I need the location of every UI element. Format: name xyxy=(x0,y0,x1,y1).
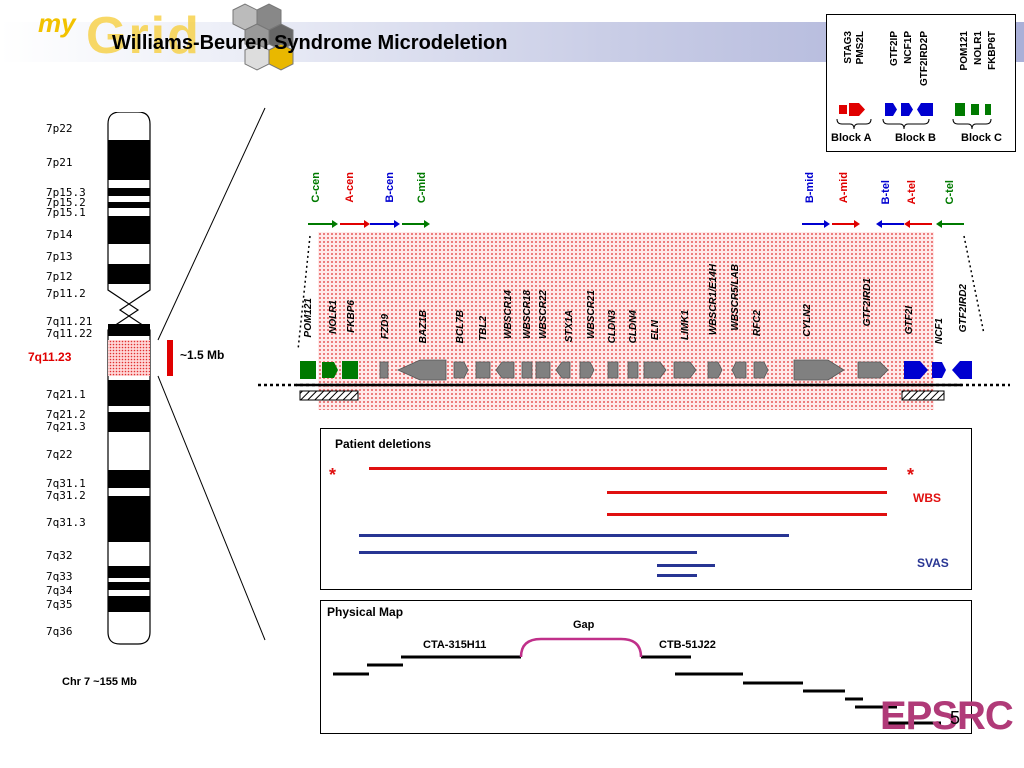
gene-label: WBSCR18 xyxy=(522,290,533,339)
band-label: 7q21.1 xyxy=(46,388,86,401)
repeat-label-b-tel: B-tel xyxy=(880,180,892,205)
right-asterisk: * xyxy=(907,465,915,485)
repeat-label-a-mid: A-mid xyxy=(838,172,850,204)
band-label: 7p11.2 xyxy=(46,287,86,300)
deletion-size-label: ~1.5 Mb xyxy=(180,348,225,362)
patient-deletions-panel: Patient deletions * * WBS SVAS xyxy=(320,428,972,590)
gap-label: Gap xyxy=(573,619,595,631)
svas-deletion-bar xyxy=(359,551,697,554)
hexagon-logo-icon xyxy=(232,3,294,71)
band-label: 7q31.1 xyxy=(46,477,86,490)
band-label: 7p14 xyxy=(46,228,73,241)
band-label: 7p12 xyxy=(46,270,73,283)
gene-label: POM121 xyxy=(303,298,314,338)
band-label: 7q31.3 xyxy=(46,516,86,529)
gene-label: WBSCR14 xyxy=(503,290,514,339)
left-asterisk: * xyxy=(329,465,337,485)
wbs-region-map xyxy=(258,220,1010,410)
page-title: Williams-Beuren Syndrome Microdeletion xyxy=(112,32,508,54)
band-label: 7q36 xyxy=(46,625,73,638)
gene-label: BAZ1B xyxy=(418,310,429,344)
band-label: 7q35 xyxy=(46,598,73,611)
band-label: 7p21 xyxy=(46,156,73,169)
highlight-band-label: 7q11.23 xyxy=(28,350,72,364)
band-label: 7q32 xyxy=(46,549,73,562)
gene-label: STX1A xyxy=(564,310,575,343)
clone-label-left: CTA-315H11 xyxy=(423,639,487,651)
gene-label: CYLN2 xyxy=(802,304,813,337)
gene-label: WBSCR22 xyxy=(538,290,549,339)
band-label: 7q11.22 xyxy=(46,327,93,340)
mygrid-logo-grid: Grid xyxy=(86,7,201,65)
gene-label: GTF2IRD1 xyxy=(862,278,873,327)
band-label: 7q33 xyxy=(46,570,73,583)
wbs-deletion-bar xyxy=(607,491,887,494)
band-label: 7p15.1 xyxy=(46,206,86,219)
patient-deletions-title: Patient deletions xyxy=(335,437,432,451)
repeat-label-c-cen: C-cen xyxy=(310,172,322,203)
slide-number: 5 xyxy=(950,708,961,728)
repeat-label-a-cen: A-cen xyxy=(344,172,356,203)
clone-label-right: CTB-51J22 xyxy=(659,639,716,651)
gene-label: CLDN3 xyxy=(607,310,618,344)
gene-label: RFC2 xyxy=(752,310,763,337)
wbs-label: WBS xyxy=(913,491,941,505)
chromosome-caption: Chr 7 ~155 Mb xyxy=(62,676,137,688)
gene-label: LIMK1 xyxy=(680,310,691,340)
gene-label: TBL2 xyxy=(478,316,489,341)
wbs-deletion-bar xyxy=(369,467,887,470)
repeat-label-c-tel: C-tel xyxy=(944,180,956,205)
wbs-deletion-bar xyxy=(607,513,887,516)
repeat-label-c-mid: C-mid xyxy=(416,172,428,204)
band-label: 7q21.2 xyxy=(46,408,86,421)
legend-block-glyphs xyxy=(836,103,992,130)
deletion-marker xyxy=(167,340,173,376)
gene-label: NCF1 xyxy=(934,318,945,345)
physical-map-title: Physical Map xyxy=(327,605,404,619)
legend-block-c-label: Block C xyxy=(961,132,1002,144)
band-label: 7q34 xyxy=(46,584,73,597)
chromosome-7-ideogram xyxy=(107,112,151,645)
repeat-label-a-tel: A-tel xyxy=(906,180,918,205)
gene-label: FZD9 xyxy=(380,314,391,339)
repeat-label-b-cen: B-cen xyxy=(384,172,396,203)
band-label: 7p15.2 xyxy=(46,196,86,209)
legend-block-b-label: Block B xyxy=(895,132,936,144)
band-label: 7q31.2 xyxy=(46,489,86,502)
gene-label: CLDN4 xyxy=(628,310,639,344)
repeat-label-b-mid: B-mid xyxy=(804,172,816,204)
gene-label: FKBP6 xyxy=(346,300,357,333)
gene-label: WBSCR5/LAB xyxy=(730,264,741,331)
physical-map-panel: Physical Map Gap CTA-315H11 CTB-51J22 xyxy=(320,600,972,734)
band-label: 7p15.3 xyxy=(46,186,86,199)
gene-label: NOLR1 xyxy=(328,300,339,334)
gene-label: ELN xyxy=(650,320,661,340)
physical-map-contigs xyxy=(333,637,941,725)
gene-label: BCL7B xyxy=(455,310,466,344)
band-label: 7q11.21 xyxy=(46,315,93,328)
gene-label: GTF2IRD2 xyxy=(958,284,969,333)
gene-label: WBSCR1/E14H xyxy=(708,264,719,336)
svas-deletion-bar xyxy=(657,564,715,567)
svas-deletion-bar xyxy=(657,574,697,577)
epsrc-logo: EPSRC xyxy=(880,694,1014,738)
repeat-blocks-legend: STAG3 PMS2L GTF2IP NCF1P GTF2IRD2P POM12… xyxy=(826,14,1016,152)
band-label: 7q22 xyxy=(46,448,73,461)
svas-label: SVAS xyxy=(917,556,949,570)
gene-label: GTF2I xyxy=(904,306,915,335)
mygrid-logo-my: my xyxy=(38,8,76,38)
band-label: 7p13 xyxy=(46,250,73,263)
band-label: 7p22 xyxy=(46,122,73,135)
legend-block-a-label: Block A xyxy=(831,132,872,144)
svas-deletion-bar xyxy=(359,534,789,537)
band-label: 7q21.3 xyxy=(46,420,86,433)
gene-label: WBSCR21 xyxy=(586,290,597,339)
